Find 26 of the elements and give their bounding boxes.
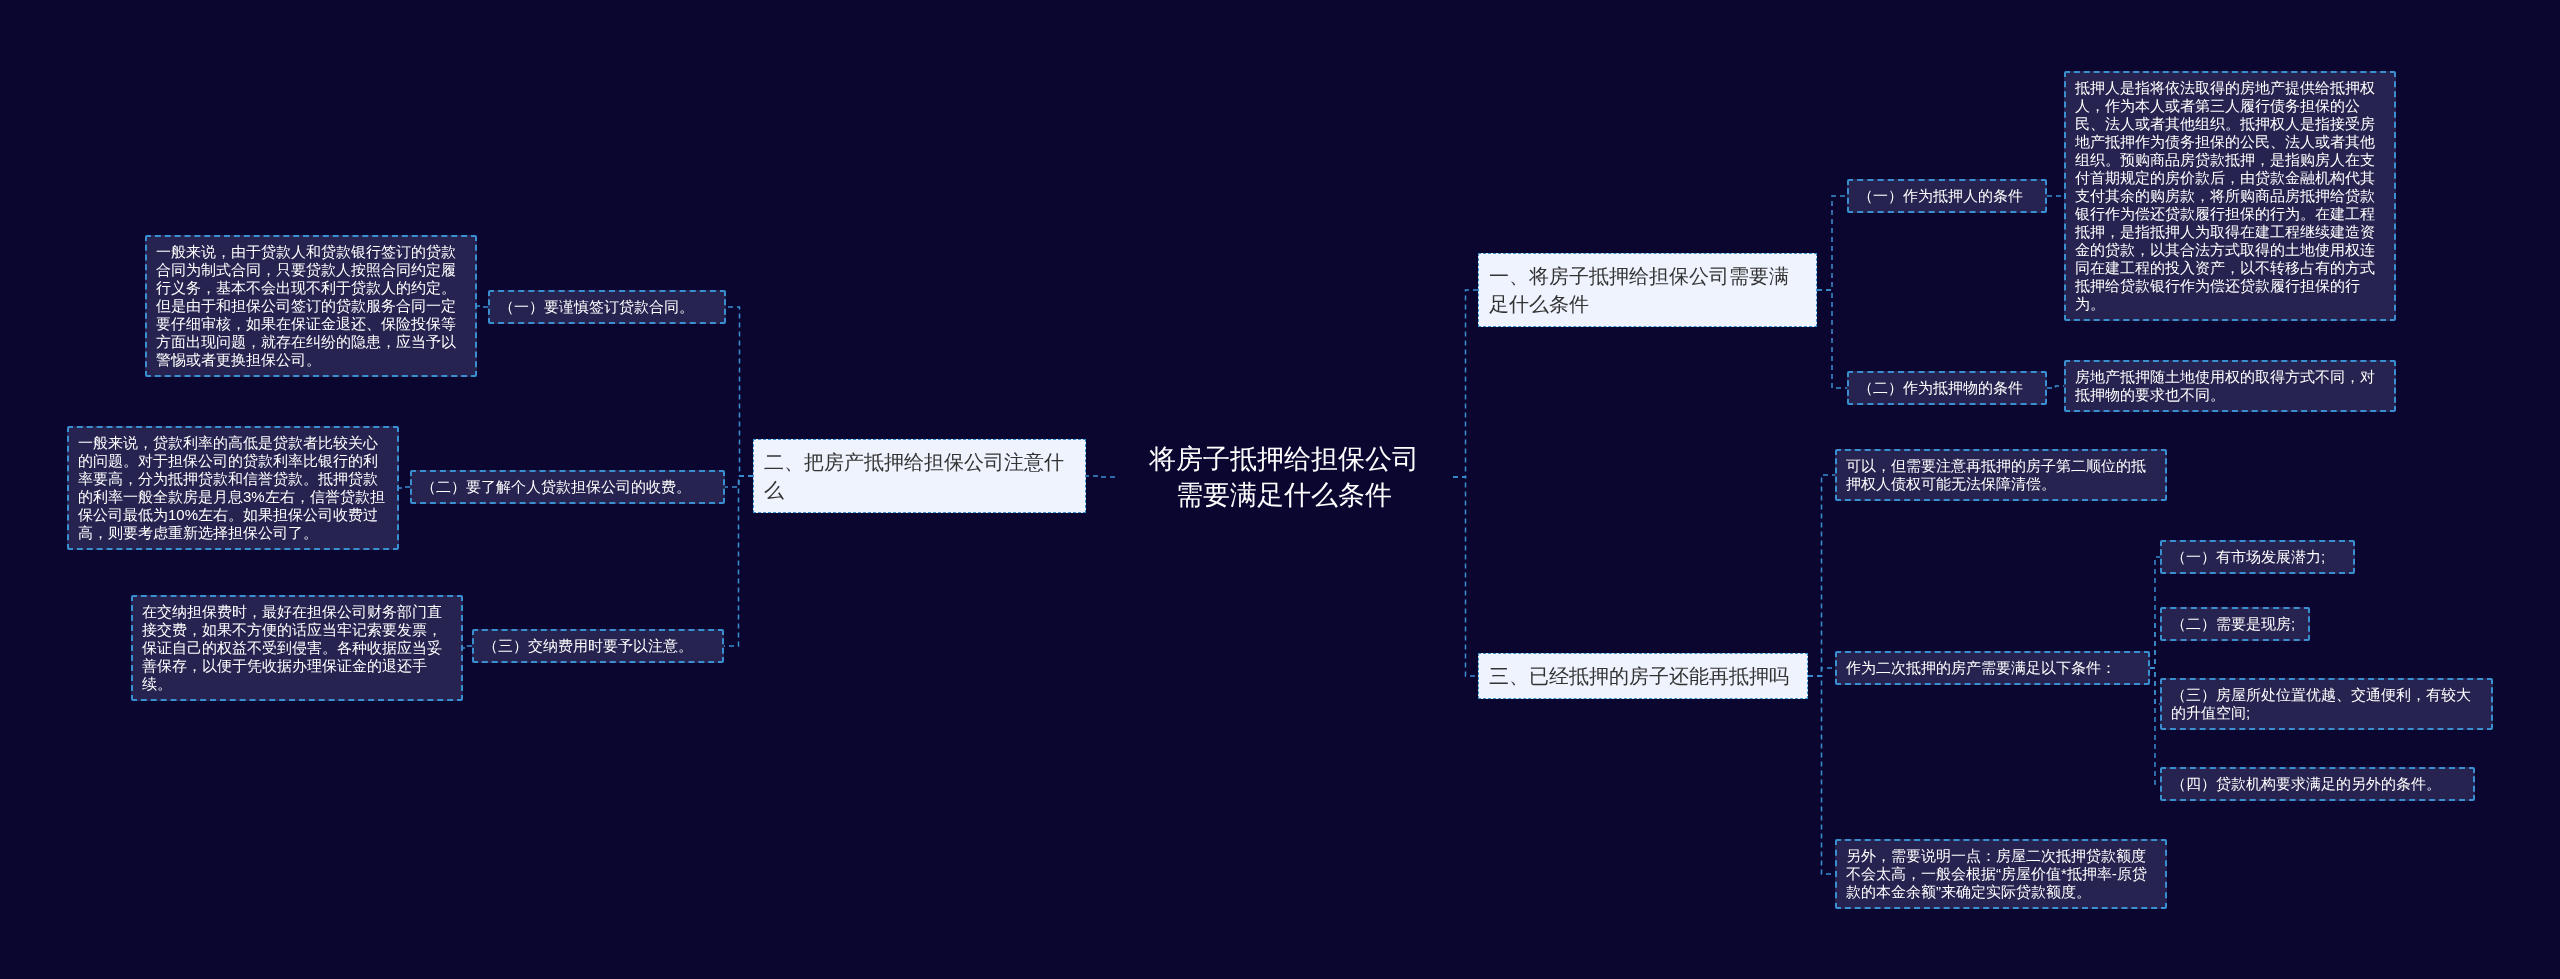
central-topic: 将房子抵押给担保公司需要满足什么条件 xyxy=(1115,429,1453,525)
subtopic-box: 可以，但需要注意再抵押的房子第二顺位的抵押权人债权可能无法保障清偿。 xyxy=(1835,449,2167,501)
connector-line xyxy=(398,486,411,489)
subtopic-box: （二）要了解个人贷款担保公司的收费。 xyxy=(410,470,725,504)
topic-box: 三、已经抵押的房子还能再抵押吗 xyxy=(1478,653,1808,699)
subtopic-box: 抵押人是指将依法取得的房地产提供给抵押权人，作为本人或者第三人履行债务担保的公民、法人或者其他组织。抵押权人是指接受房地产抵押作为债务担保的公民、法人或者其他组织。预购商品房贷款抵押，是指购房人在支付首期规定的房价款后，由贷款金融机构代其支付其余的购房款，将所购商品房抵押给贷款银行作为偿还贷款履行担保的行为。在建工程抵押，是指抵押人为取得在建工程继续建造资金的贷款，以其合法方式取得的土地使用权连同在建工程的投入资产，以不转移占有的方式抵押给贷款银行作为偿还贷款履行担保的行为。 xyxy=(2064,71,2396,321)
subtopic-box: （二）作为抵押物的条件 xyxy=(1847,371,2047,405)
topic-box: 一、将房子抵押给担保公司需要满足什么条件 xyxy=(1478,253,1817,327)
subtopic-box: 房地产抵押随土地使用权的取得方式不同，对抵押物的要求也不同。 xyxy=(2064,360,2396,412)
subtopic-box: 在交纳担保费时，最好在担保公司财务部门直接交费，如果不方便的话应当牢记索要发票，保证自己的权益不受到侵害。各种收据应当妥善保存，以便于凭收据办理保证金的退还手续。 xyxy=(131,595,463,701)
subtopic-box: 另外，需要说明一点：房屋二次抵押贷款额度不会太高，一般会根据“房屋价值*抵押率-原贷款的本金余额”来确定实际贷款额度。 xyxy=(1835,839,2167,909)
topic-box: 二、把房产抵押给担保公司注意什么 xyxy=(753,439,1086,513)
subtopic-box: （二）需要是现房; xyxy=(2160,607,2310,641)
connector-line xyxy=(1085,475,1116,478)
connector-line xyxy=(462,645,473,649)
subtopic-box: （一）作为抵押人的条件 xyxy=(1847,179,2047,213)
subtopic-box: （一）要谨慎签订贷款合同。 xyxy=(488,290,726,324)
subtopic-box: 一般来说，由于贷款人和贷款银行签订的贷款合同为制式合同，只要贷款人按照合同约定履行义务，基本不会出现不利于贷款人的约定。但是由于和担保公司签订的贷款服务合同一定要仔细审核，如果在保证金退还、保险投保等方面出现问题，就存在纠纷的隐患，应当予以警惕或者更换担保公司。 xyxy=(145,235,477,377)
subtopic-box: 作为二次抵押的房产需要满足以下条件： xyxy=(1835,651,2150,685)
connector-line xyxy=(1816,289,1848,389)
subtopic-box: （三）交纳费用时要予以注意。 xyxy=(472,629,724,663)
connector-line xyxy=(476,305,489,308)
subtopic-box: （三）房屋所处位置优越、交通便利，有较大的升值空间; xyxy=(2160,678,2493,730)
subtopic-box: 一般来说，贷款利率的高低是贷款者比较关心的问题。对于担保公司的贷款利率比银行的利率要高，分为抵押贷款和信誉贷款。抵押贷款的利率一般全款房是月息3%左右，信誉贷款担保公司最低为10%左右。如果担保公司收费过高，则要考虑重新选择担保公司了。 xyxy=(67,426,399,550)
subtopic-box: （四）贷款机构要求满足的另外的条件。 xyxy=(2160,767,2475,801)
subtopic-box: （一）有市场发展潜力; xyxy=(2160,540,2355,574)
